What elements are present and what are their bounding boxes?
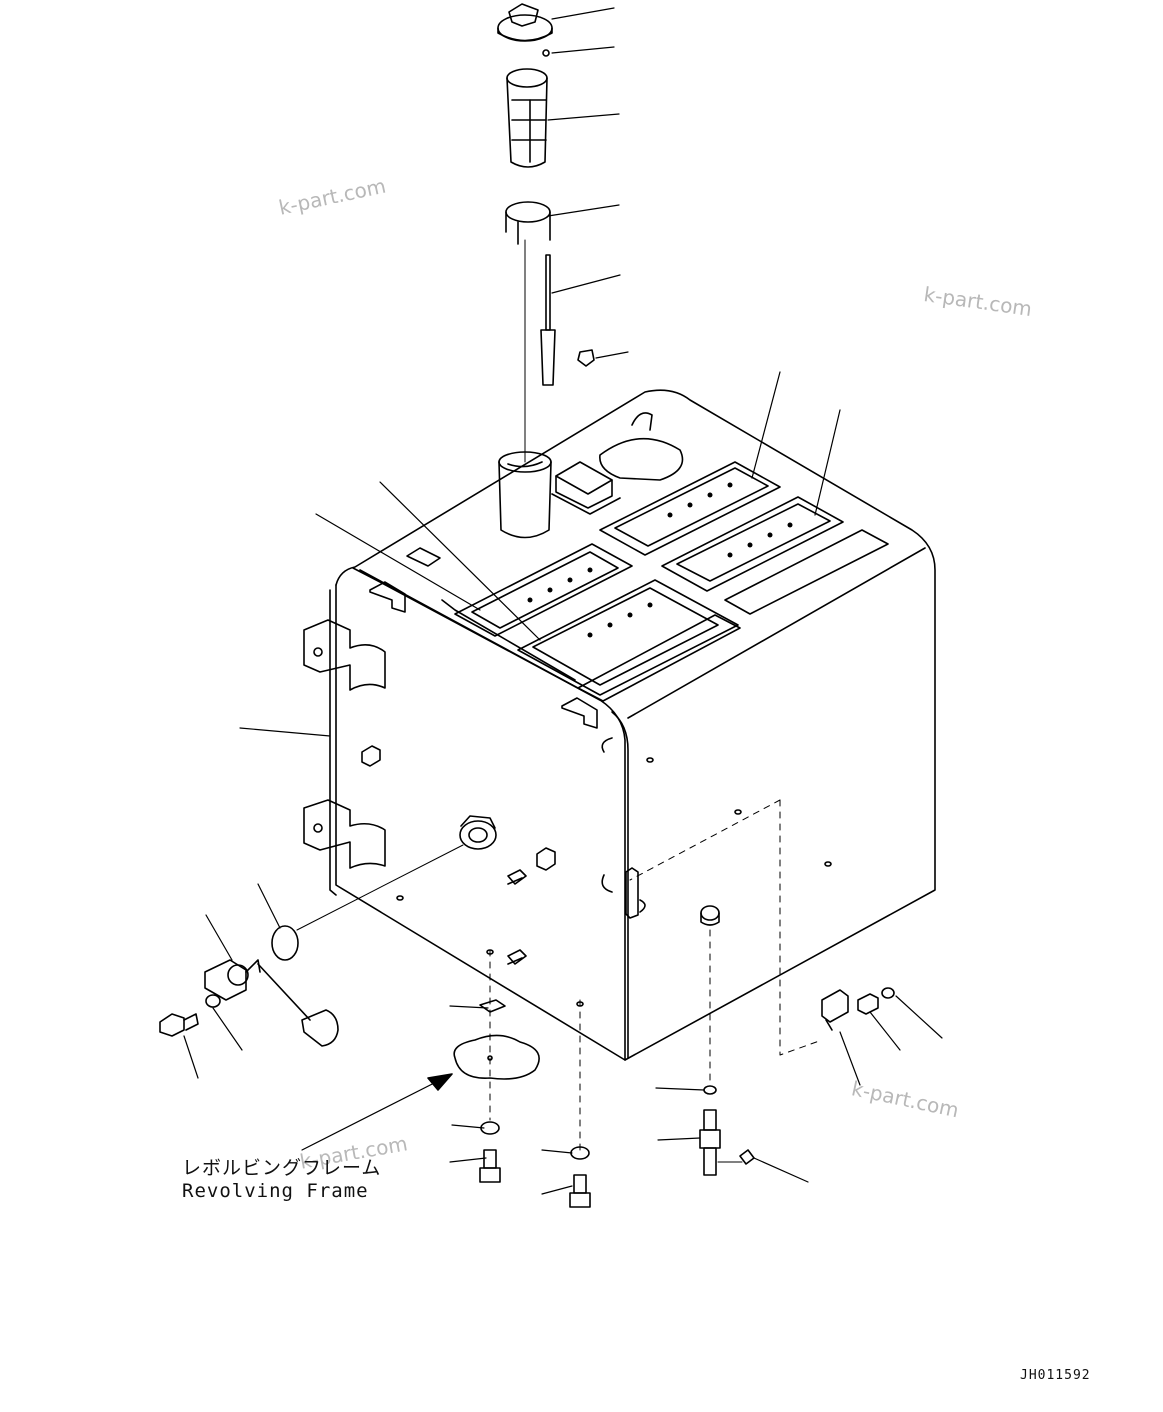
small-holes xyxy=(397,758,831,1006)
sensor-gasket xyxy=(272,926,298,960)
top-access-covers xyxy=(455,462,888,701)
mount-bracket-lower xyxy=(304,800,385,868)
filler-cap xyxy=(498,4,552,41)
drain-valve xyxy=(602,868,645,918)
elbow-fitting xyxy=(822,990,848,1030)
assembly-axes xyxy=(297,240,822,1162)
drawing-code: JH011592 xyxy=(1020,1368,1091,1383)
corner-clips xyxy=(370,582,612,752)
bolt-mid-1 xyxy=(480,1150,500,1182)
drain-nipple xyxy=(701,906,719,925)
mount-bracket-upper xyxy=(304,620,385,690)
revolving-frame-label-jp: レボルビングフレーム xyxy=(182,1157,382,1179)
arrow-head xyxy=(428,1074,452,1090)
strainer-holder xyxy=(506,202,550,244)
sight-gauge xyxy=(541,255,555,385)
top-plate xyxy=(600,413,683,480)
spacer-plate xyxy=(480,1000,505,1012)
bolt-mid-2 xyxy=(570,1175,590,1207)
mounting-pad xyxy=(454,1035,539,1079)
fuel-tank-body xyxy=(330,390,935,1060)
o-ring-right xyxy=(882,988,894,998)
plug-small xyxy=(578,350,594,366)
drain-fitting xyxy=(700,1110,720,1175)
revolving-frame-label-en: Revolving Frame xyxy=(182,1180,369,1202)
bracket-top xyxy=(407,548,440,566)
bolt-left xyxy=(160,1014,198,1036)
plug-right xyxy=(858,994,878,1014)
cap-pin xyxy=(543,50,549,56)
float-sensor xyxy=(205,960,310,1020)
side-bosses xyxy=(362,746,555,964)
strainer xyxy=(507,69,547,167)
washer-left xyxy=(206,995,220,1007)
breather-pad xyxy=(552,462,620,514)
o-ring-drain xyxy=(704,1086,716,1094)
float xyxy=(302,1010,338,1046)
leader-lines xyxy=(184,8,942,1194)
